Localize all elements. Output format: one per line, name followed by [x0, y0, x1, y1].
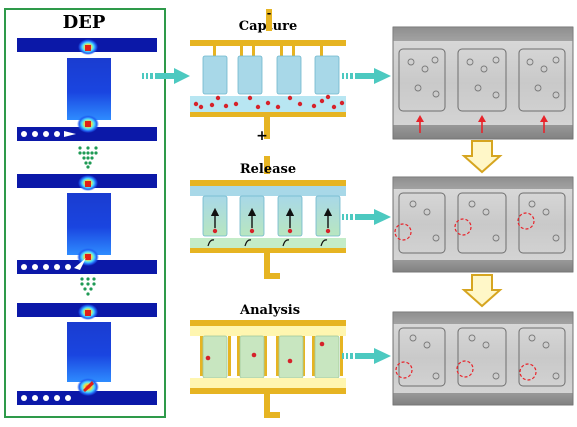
arrow-release-to-photo: [342, 209, 391, 225]
particle-row-1: [21, 131, 76, 137]
arrow-dep-to-capture: [142, 68, 190, 84]
analysis-cells: [205, 341, 325, 364]
release-bottom-channel: [190, 238, 346, 248]
release-stage: Release: [190, 156, 346, 279]
dot-grid-arrow-1: [78, 146, 98, 169]
release-top-channel: [190, 186, 346, 196]
analysis-bottom-electrode: [190, 388, 346, 394]
release-bottom-electrode: [190, 248, 346, 253]
capture-top-lead: [266, 9, 272, 31]
analyzed-cell-circles: [395, 360, 537, 381]
arrow-capture-to-photo: [342, 68, 391, 84]
micrograph-capture: [392, 26, 574, 140]
micrograph-release: [392, 176, 574, 273]
down-arrow-1: [461, 140, 503, 174]
analysis-title: Analysis: [239, 303, 300, 318]
release-bottom-lead: [264, 253, 280, 279]
dep-panel-border: [4, 8, 166, 418]
down-arrow-2: [461, 274, 503, 308]
arrow-analysis-to-photo: [342, 348, 391, 364]
analysis-top-channel: [190, 326, 346, 336]
capture-bottom-lead: [264, 117, 270, 139]
dep-simulation-unit-3: [17, 303, 157, 405]
release-up-arrows: [210, 207, 333, 228]
capture-top-electrode: [190, 40, 346, 46]
particle-row-2: [21, 258, 86, 270]
negative-terminal-label: -: [267, 7, 272, 20]
capture-stage: Capture - +: [190, 7, 346, 144]
analysis-chambers: [202, 335, 340, 379]
micrograph-analysis: [392, 311, 574, 406]
capture-site-pointers: [416, 115, 548, 133]
positive-terminal-label: +: [256, 128, 268, 144]
release-title: Release: [240, 162, 296, 177]
release-cells: [212, 228, 331, 234]
analysis-top-electrode: [190, 320, 346, 326]
capture-bottom-electrode: [190, 112, 346, 117]
release-curl-arrows: [207, 239, 328, 247]
capture-cells: [193, 94, 345, 110]
capture-chambers: [202, 55, 340, 95]
dot-grid-arrow-2: [80, 277, 96, 296]
particle-row-3: [21, 395, 71, 401]
analysis-stage: Analysis: [190, 303, 346, 418]
analysis-bottom-channel: [190, 378, 346, 388]
released-cell-circles: [394, 212, 535, 241]
analysis-bottom-lead: [264, 394, 280, 418]
release-chambers: [202, 195, 341, 237]
dep-title: DEP: [63, 12, 106, 33]
dep-simulation-unit-1: [17, 38, 157, 141]
dep-panel: DEP: [4, 8, 166, 418]
release-top-electrode: [190, 180, 346, 186]
release-top-lead: [264, 156, 270, 174]
dep-simulation-unit-2: [17, 174, 157, 274]
